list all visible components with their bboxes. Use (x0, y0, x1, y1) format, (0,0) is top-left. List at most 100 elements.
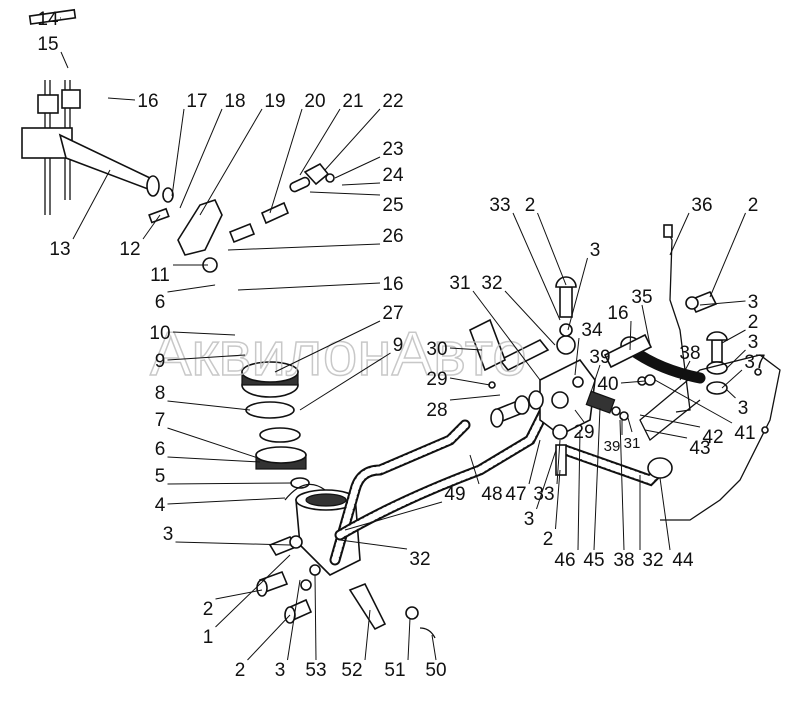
callout-label: 3 (748, 292, 759, 313)
callout-label: 49 (444, 484, 465, 505)
callout-label: 33 (533, 484, 554, 505)
callout-label: 23 (382, 139, 403, 160)
callout-label: 24 (382, 165, 404, 186)
leader-line (299, 108, 341, 176)
watermark-text: АквилонАвто (150, 320, 527, 389)
callout-label: 44 (672, 550, 694, 571)
callout-label: 3 (524, 509, 535, 530)
leader-line (574, 337, 580, 376)
leader-line (215, 554, 291, 628)
callout-label: 34 (581, 320, 603, 341)
leader-line (167, 427, 259, 459)
callout-label: 41 (734, 423, 755, 444)
leader-line (407, 617, 411, 661)
callout-label: 53 (305, 660, 326, 681)
callout-label: 51 (384, 660, 405, 681)
callout-label: 52 (341, 660, 362, 681)
leader-line (344, 501, 443, 531)
callout-label: 42 (702, 427, 723, 448)
callout-label: 6 (155, 439, 166, 460)
leader-line (171, 108, 185, 197)
callout-label: 3 (590, 240, 601, 261)
callout-label: 9 (155, 351, 166, 372)
leader-line (644, 429, 688, 439)
leader-line (167, 400, 251, 411)
leader-line (314, 574, 317, 661)
callout-label: 6 (155, 292, 166, 313)
leader-line (528, 439, 541, 485)
leader-line (699, 300, 746, 306)
leader-line (269, 108, 303, 214)
callout-label: 20 (304, 91, 325, 112)
callout-label: 13 (49, 239, 70, 260)
leader-line (629, 320, 632, 351)
leader-line (172, 331, 236, 336)
leader-line (469, 454, 480, 485)
callout-label: 32 (642, 550, 663, 571)
callout-label: 29 (426, 369, 447, 390)
leader-line (641, 304, 651, 346)
leader-line (639, 414, 701, 428)
leader-line (167, 354, 246, 361)
callout-label: 43 (689, 438, 710, 459)
callout-label: 18 (224, 91, 245, 112)
leader-line (577, 429, 581, 551)
leader-line (334, 156, 381, 179)
callout-label: 32 (409, 549, 430, 570)
callout-label: 48 (481, 484, 502, 505)
leader-line (512, 212, 561, 321)
leader-line (472, 290, 541, 381)
leader-line (593, 407, 601, 551)
leader-line (504, 290, 556, 346)
callout-label: 7 (155, 410, 166, 431)
leader-line (142, 214, 161, 240)
callout-label: 8 (155, 383, 166, 404)
leader-line (669, 212, 690, 256)
callout-label: 16 (382, 274, 403, 295)
leader-line (339, 539, 408, 550)
leader-line (227, 243, 381, 251)
leader-line (199, 108, 263, 216)
leader-line (654, 379, 733, 424)
callout-label: 10 (149, 323, 170, 344)
callout-label: 28 (426, 400, 447, 421)
leader-line (679, 360, 691, 381)
leader-lines (60, 17, 746, 661)
callout-label: 4 (155, 495, 166, 516)
leader-line (726, 389, 736, 399)
leader-line (341, 182, 381, 186)
leader-line (449, 347, 483, 351)
leader-line (60, 51, 69, 69)
leader-line (536, 449, 557, 510)
callout-label: 38 (613, 550, 634, 571)
leader-line (299, 352, 391, 411)
callout-label: 46 (554, 550, 575, 571)
leader-line (555, 469, 561, 530)
parts-drawing (21, 8, 781, 639)
leader-line (72, 169, 111, 240)
callout-label: 2 (748, 312, 759, 333)
callout-label: 45 (583, 550, 604, 571)
callout-label: 16 (137, 91, 158, 112)
leader-line (726, 349, 746, 369)
leader-line (215, 589, 263, 600)
callout-label: 2 (203, 599, 214, 620)
leader-line (107, 97, 136, 101)
leader-line (167, 482, 293, 485)
leader-line (589, 364, 601, 396)
callout-label: 14 (37, 9, 59, 30)
callout-label: 15 (37, 34, 58, 55)
callout-label: 37 (744, 352, 765, 373)
callout-label: 19 (264, 91, 285, 112)
callout-label: 3 (748, 332, 759, 353)
callout-label: 12 (119, 239, 140, 260)
callout-label: 2 (748, 195, 759, 216)
callout-label: 47 (505, 484, 526, 505)
leader-line (721, 329, 746, 344)
callout-label: 36 (691, 195, 712, 216)
callout-label: 39 (589, 347, 610, 368)
leader-line (309, 191, 381, 196)
callout-label: 31 (624, 435, 641, 452)
leader-line (167, 284, 216, 293)
